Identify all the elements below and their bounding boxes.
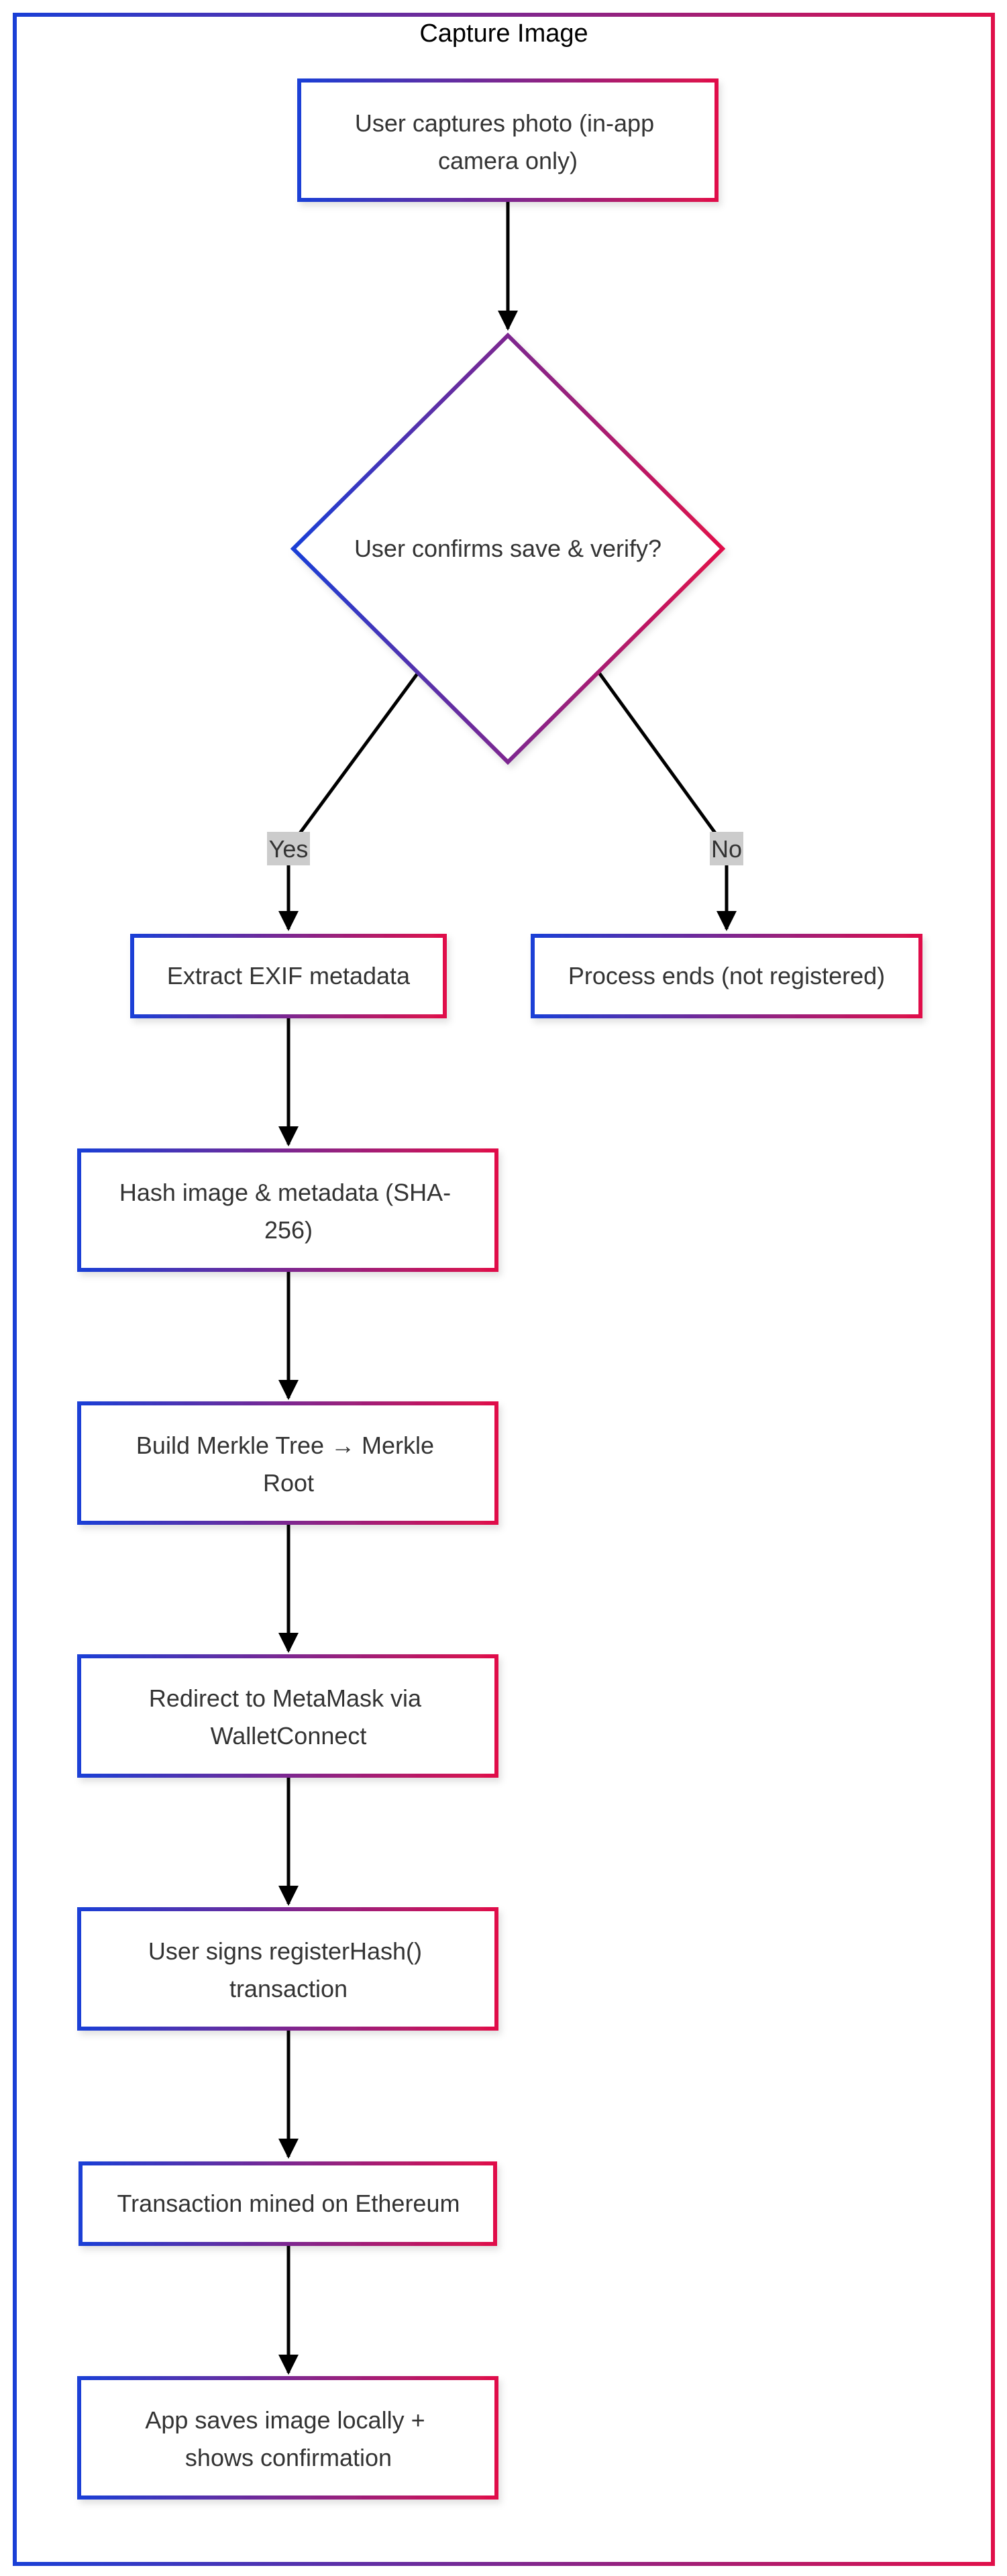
node-merkle-line-1: Build Merkle Tree → Merkle	[136, 1432, 434, 1459]
node-user-captures-photo[interactable]: User captures photo (in-app camera only)	[297, 78, 719, 202]
svg-text:Hash image & metadata (SHA-: Hash image & metadata (SHA- 256)	[119, 1179, 458, 1244]
svg-text:App saves image locally +: App saves image locally + shows confirma…	[145, 2406, 431, 2471]
capture-image-cluster	[13, 13, 995, 2566]
node-build-merkle-tree[interactable]: Build Merkle Tree → Merkle Root	[77, 1401, 498, 1525]
node-confirm-line-1: User confirms save & verify?	[354, 535, 661, 562]
svg-text:User captures photo (in-app: User captures photo (in-app camera only)	[355, 109, 661, 174]
node-saves-line-1: App saves image locally +	[145, 2406, 425, 2434]
edge-confirm-exif	[278, 672, 420, 931]
edge-label-no: No	[710, 832, 743, 865]
svg-text:User signs registerHash(): User signs registerHash() transaction	[148, 1937, 429, 2002]
svg-text:User confirms save & verify?: User confirms save & verify?	[354, 535, 661, 562]
svg-text:Transaction mined on Ethereum: Transaction mined on Ethereum	[117, 2190, 460, 2217]
node-saves-line-2: shows confirmation	[185, 2444, 392, 2471]
svg-text:Process ends (not registered): Process ends (not registered)	[568, 962, 885, 989]
edges-group	[278, 200, 737, 2375]
edge-label-no-text: No	[711, 835, 742, 863]
node-transaction-mined[interactable]: Transaction mined on Ethereum	[78, 2161, 497, 2246]
node-mined-line-1: Transaction mined on Ethereum	[117, 2190, 460, 2217]
edge-label-yes: Yes	[267, 832, 310, 865]
node-redirect-metamask[interactable]: Redirect to MetaMask via WalletConnect	[77, 1654, 498, 1778]
node-merkle-line-2: Root	[263, 1469, 314, 1497]
node-hash-line-1: Hash image & metadata (SHA-	[119, 1179, 451, 1206]
svg-text:Redirect to MetaMask via: Redirect to MetaMask via WalletConnect	[149, 1684, 428, 1750]
edge-label-yes-text: Yes	[269, 835, 309, 863]
edge-confirm-ends	[597, 672, 737, 931]
node-ends-line-1: Process ends (not registered)	[568, 962, 885, 989]
svg-text:Build Merkle Tree → Merkle: Build Merkle Tree → Merkle Root	[136, 1432, 441, 1497]
node-user-signs-transaction[interactable]: User signs registerHash() transaction	[77, 1907, 498, 2031]
node-user-confirms-decision[interactable]: User confirms save & verify?	[290, 332, 726, 765]
nodes-group: User captures photo (in-app camera only)…	[77, 78, 922, 2500]
node-sign-line-2: transaction	[229, 1975, 348, 2002]
node-hash-image[interactable]: Hash image & metadata (SHA- 256)	[77, 1148, 498, 1272]
svg-text:Extract EXIF metadata: Extract EXIF metadata	[167, 962, 411, 989]
node-app-saves-image[interactable]: App saves image locally + shows confirma…	[77, 2376, 498, 2500]
node-process-ends[interactable]: Process ends (not registered)	[531, 934, 922, 1018]
node-hash-line-2: 256)	[264, 1216, 313, 1244]
node-metamask-line-2: WalletConnect	[211, 1722, 367, 1750]
node-metamask-line-1: Redirect to MetaMask via	[149, 1684, 422, 1712]
node-capture-line-1: User captures photo (in-app	[355, 109, 654, 137]
node-capture-line-2: camera only)	[438, 147, 578, 174]
node-exif-line-1: Extract EXIF metadata	[167, 962, 411, 989]
cluster-title: Capture Image	[419, 19, 588, 48]
node-extract-exif[interactable]: Extract EXIF metadata	[130, 934, 447, 1018]
node-sign-line-1: User signs registerHash()	[148, 1937, 422, 1965]
